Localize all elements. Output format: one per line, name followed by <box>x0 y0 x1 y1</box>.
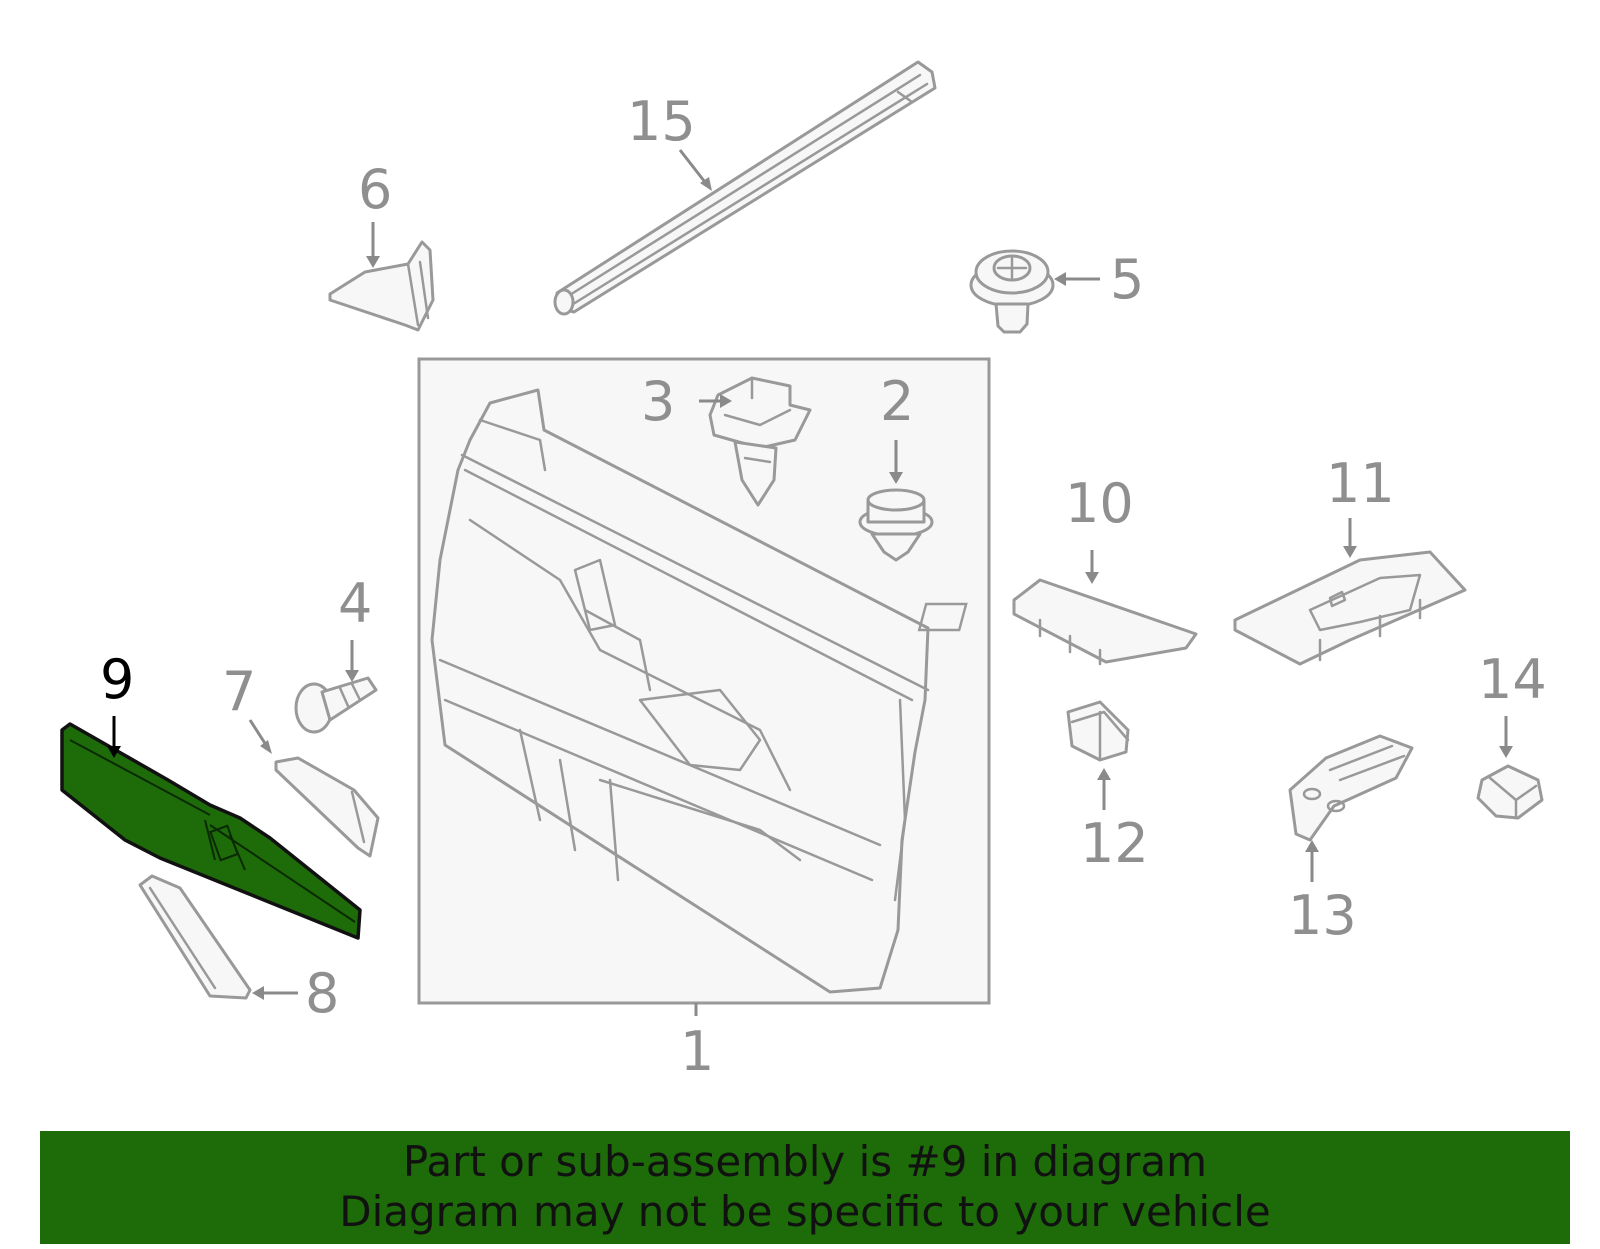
arrowhead-6 <box>366 256 380 268</box>
callout-10: 10 <box>1065 472 1134 535</box>
part-11-switch-bezel[interactable] <box>1233 550 1467 666</box>
callout-14: 14 <box>1478 648 1547 711</box>
part-8-trim-cover[interactable] <box>138 874 252 1000</box>
callout-8: 8 <box>305 962 339 1025</box>
banner-line-part-number: Part or sub-assembly is #9 in diagram <box>402 1137 1208 1186</box>
callout-6: 6 <box>358 158 392 221</box>
part-12-switch[interactable] <box>1066 700 1130 762</box>
info-banner: Part or sub-assembly is #9 in diagram Di… <box>40 1131 1570 1244</box>
arrowhead-5 <box>1054 272 1066 286</box>
callout-1: 1 <box>680 1020 714 1083</box>
callout-2: 2 <box>880 370 914 433</box>
callout-11: 11 <box>1326 452 1395 515</box>
arrowhead-7 <box>260 740 272 754</box>
part-3-bracket-clip[interactable] <box>708 376 812 507</box>
callout-3: 3 <box>641 370 675 433</box>
arrowhead-10 <box>1085 572 1099 584</box>
callout-4: 4 <box>338 572 372 635</box>
arrowhead-12 <box>1097 768 1111 780</box>
part-13-switch-assembly[interactable] <box>1288 734 1414 842</box>
part-14-switch-knob[interactable] <box>1476 764 1544 820</box>
part-2-push-clip[interactable] <box>858 488 934 562</box>
part-10-switch-bezel[interactable] <box>917 578 1198 666</box>
part-9-trim-bezel-highlighted[interactable] <box>60 722 362 940</box>
part-6-corner-trim[interactable] <box>328 240 435 332</box>
arrowhead-3 <box>720 394 732 408</box>
callout-9: 9 <box>100 648 134 711</box>
callout-5: 5 <box>1110 248 1144 311</box>
leader-15 <box>678 149 710 187</box>
part-15-belt-molding[interactable] <box>553 60 937 316</box>
arrowhead-14 <box>1499 746 1513 758</box>
banner-line-disclaimer: Diagram may not be specific to your vehi… <box>339 1187 1271 1236</box>
arrowhead-9 <box>107 746 121 758</box>
part-5-push-clip[interactable] <box>969 249 1055 334</box>
part-1-door-trim-panel[interactable] <box>430 388 930 994</box>
part-4-screw[interactable] <box>294 676 378 734</box>
part-7-trim-piece[interactable] <box>274 756 380 858</box>
callout-13: 13 <box>1288 884 1357 947</box>
arrowhead-13 <box>1305 840 1319 852</box>
callout-15: 15 <box>627 90 696 153</box>
arrowhead-15 <box>700 177 712 191</box>
arrowhead-2 <box>889 472 903 484</box>
callout-12: 12 <box>1080 812 1149 875</box>
arrowhead-4 <box>345 670 359 682</box>
arrowhead-11 <box>1343 546 1357 558</box>
arrowhead-8 <box>252 986 264 1000</box>
callout-7: 7 <box>222 660 256 723</box>
